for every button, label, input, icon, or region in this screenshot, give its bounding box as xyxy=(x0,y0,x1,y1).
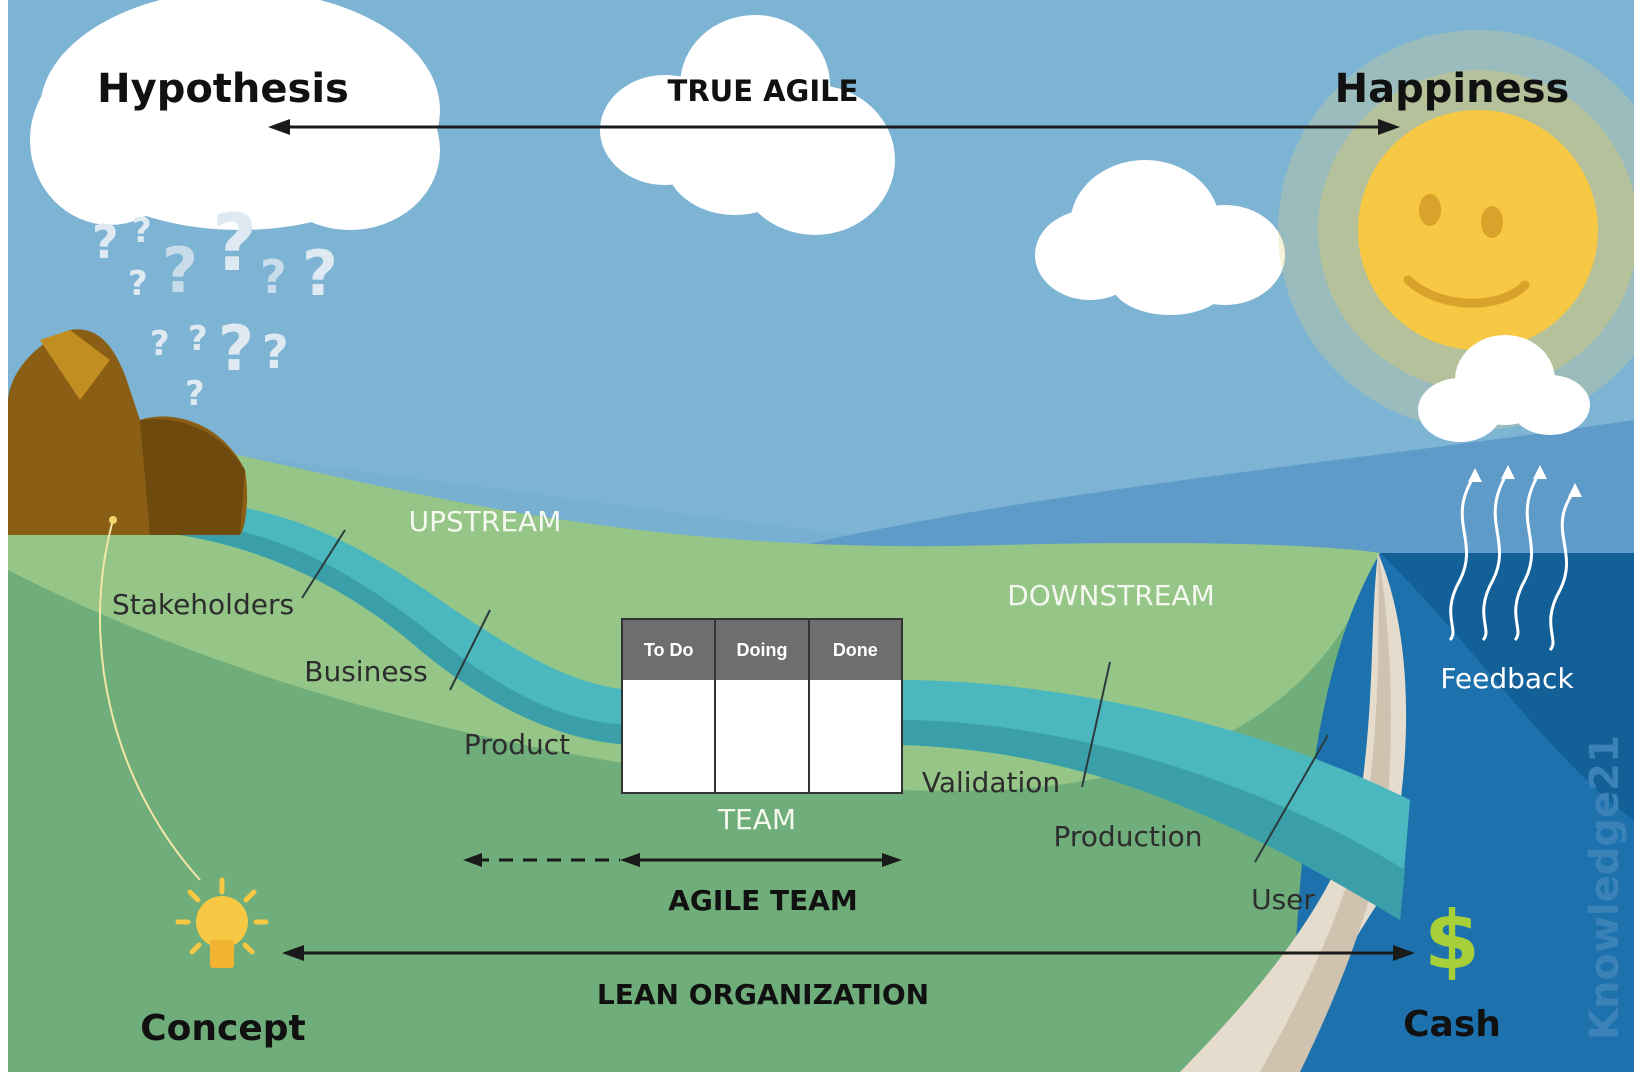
kanban-cell-doing xyxy=(716,680,808,792)
beach-shade xyxy=(1260,553,1392,1072)
lean-organization-label: LEAN ORGANIZATION xyxy=(597,978,929,1011)
feedback-arrowheads xyxy=(1468,465,1582,497)
sun-eye-right xyxy=(1481,206,1503,238)
stage-business: Business xyxy=(304,655,427,688)
downstream-label: DOWNSTREAM xyxy=(1007,579,1215,612)
stage-validation: Validation xyxy=(922,766,1060,799)
svg-text:?: ? xyxy=(260,250,287,304)
cloud-small xyxy=(1035,160,1285,315)
mountain-shade xyxy=(140,419,245,535)
svg-text:?: ? xyxy=(262,325,289,379)
feedback-arrows xyxy=(1448,471,1577,652)
svg-text:?: ? xyxy=(150,324,170,364)
agile-team-label: AGILE TEAM xyxy=(668,884,858,917)
svg-text:?: ? xyxy=(92,215,119,269)
agile-team-arrow xyxy=(463,853,902,867)
lower-hill xyxy=(8,553,1400,1072)
lean-organization-arrow xyxy=(282,945,1415,961)
dollar-icon: $ xyxy=(1424,894,1480,987)
question-rain: ? ? ? ? ? ? ? ? ? ? ? ? xyxy=(92,199,338,414)
concept-string xyxy=(99,519,201,881)
cloud-true-agile xyxy=(600,15,895,235)
team-label: TEAM xyxy=(717,803,796,836)
sun-eye-left xyxy=(1419,194,1441,226)
concept-label: Concept xyxy=(140,1008,306,1049)
kanban-column-done: Done xyxy=(809,620,901,792)
stage-product: Product xyxy=(464,728,570,761)
svg-text:?: ? xyxy=(128,264,148,304)
concept-string-end xyxy=(109,516,117,524)
kanban-header-doing: Doing xyxy=(716,620,808,680)
true-agile-arrow xyxy=(268,119,1400,135)
cloud-feedback xyxy=(1418,335,1590,442)
stage-production: Production xyxy=(1054,820,1203,853)
svg-text:?: ? xyxy=(302,237,338,310)
feedback-label: Feedback xyxy=(1440,662,1574,695)
sun-icon xyxy=(1358,110,1598,350)
kanban-header-done: Done xyxy=(809,620,901,680)
kanban-cell-todo xyxy=(623,680,715,792)
watermark: Knowledge21 xyxy=(1582,735,1628,1040)
sea-deep xyxy=(1380,553,1634,820)
stage-stakeholders: Stakeholders xyxy=(112,588,294,621)
kanban-header-todo: To Do xyxy=(623,620,715,680)
stage-ticks xyxy=(301,529,1329,863)
kanban-cell-done xyxy=(809,680,901,792)
lightbulb-icon xyxy=(175,877,269,968)
svg-text:?: ? xyxy=(218,312,254,385)
svg-text:?: ? xyxy=(188,319,208,359)
hypothesis-label: Hypothesis xyxy=(97,66,349,112)
svg-text:?: ? xyxy=(162,234,198,307)
cloud-hypothesis xyxy=(30,0,440,230)
happiness-label: Happiness xyxy=(1335,66,1570,112)
svg-text:?: ? xyxy=(132,211,152,251)
page-title: TRUE AGILE xyxy=(668,74,859,108)
svg-text:?: ? xyxy=(212,199,257,289)
mountain-peak xyxy=(40,330,110,400)
cash-label: Cash xyxy=(1403,1004,1501,1045)
stage-user: User xyxy=(1251,883,1315,916)
kanban-column-todo: To Do xyxy=(623,620,717,792)
kanban-column-doing: Doing xyxy=(716,620,810,792)
upstream-label: UPSTREAM xyxy=(409,505,562,538)
kanban-board: To Do Doing Done xyxy=(621,618,903,794)
frame-edge xyxy=(0,0,8,1072)
svg-text:?: ? xyxy=(185,374,205,414)
sun-smile xyxy=(1403,275,1530,308)
